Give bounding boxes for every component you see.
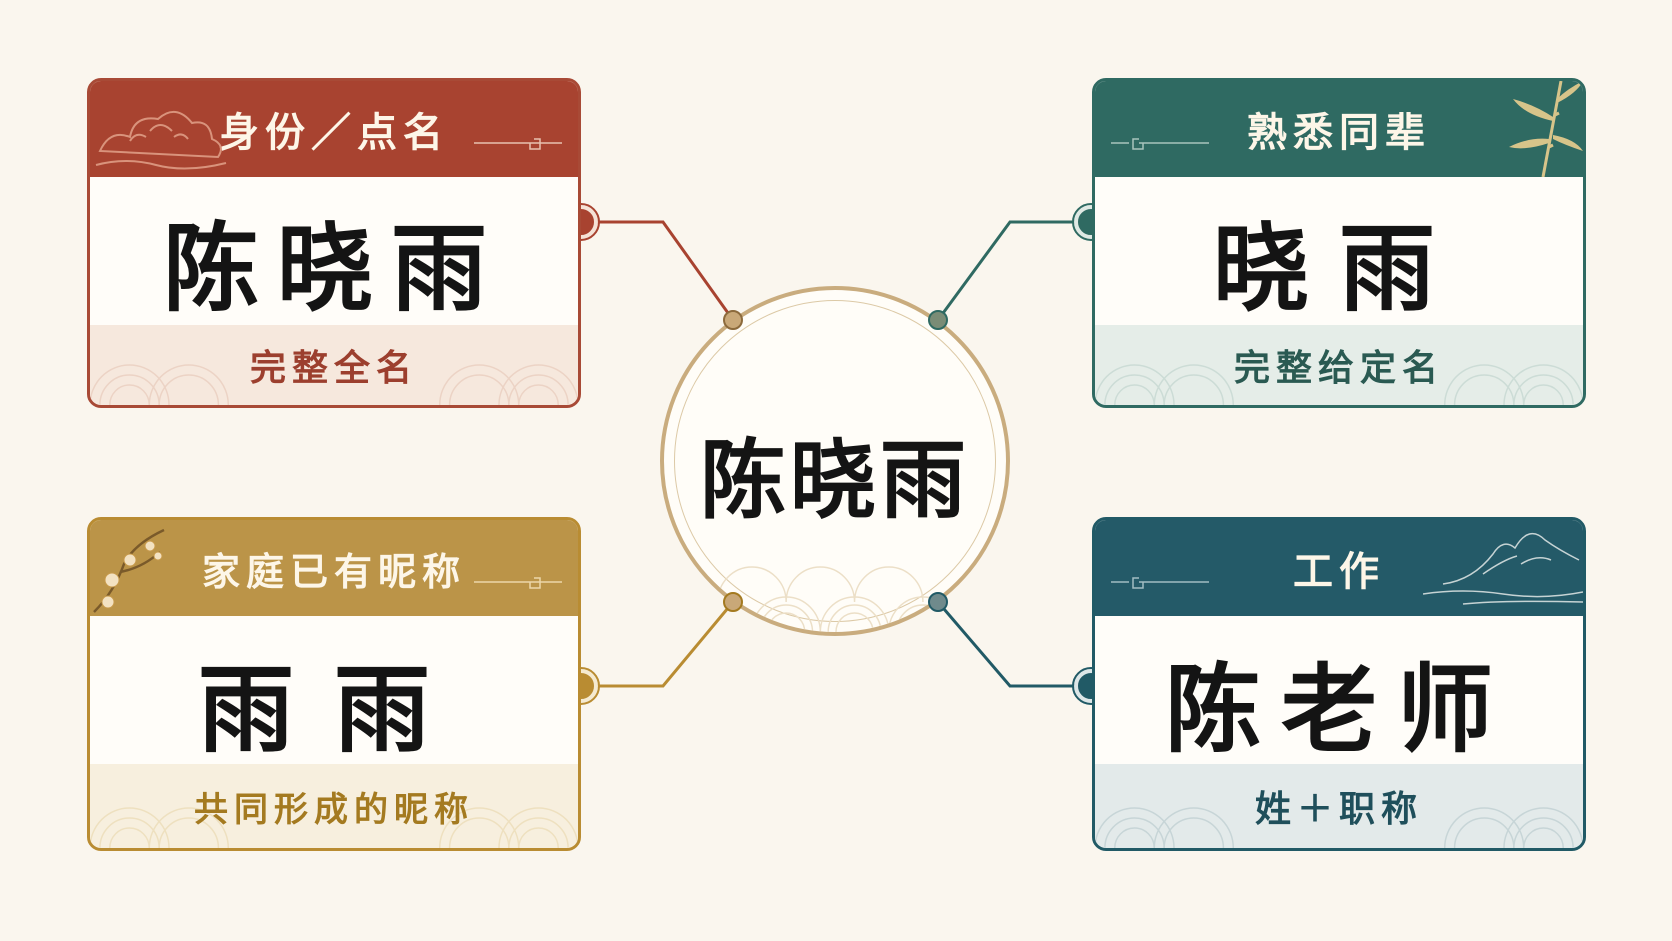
card-header-text: 身份／点名 <box>219 109 449 156</box>
card-header: 身份／点名 <box>90 81 578 177</box>
card-footer: 完整给定名 <box>1095 325 1583 405</box>
wave-pattern-icon <box>90 364 578 405</box>
card-header: 家庭已有昵称 <box>90 520 578 616</box>
card-footer: 姓＋职称 <box>1095 764 1583 848</box>
card-footer-text: 姓＋职称 <box>1254 788 1423 830</box>
card-familiar-peers: 熟悉同辈 晓雨 完整给定名 <box>1092 78 1586 408</box>
center-name: 陈晓雨 <box>700 430 970 531</box>
card-header-text: 熟悉同辈 <box>1247 109 1431 156</box>
card-header: 熟悉同辈 <box>1095 81 1583 177</box>
card-header-text: 家庭已有昵称 <box>201 548 466 594</box>
wave-pattern-icon <box>682 566 958 632</box>
fret-ornament-icon <box>1111 138 1209 150</box>
fret-ornament-icon <box>474 577 562 589</box>
wave-pattern-icon <box>90 807 578 848</box>
card-header: 工作 <box>1095 520 1583 616</box>
card-family-nickname: 家庭已有昵称 雨雨 共同形成的昵称 <box>87 517 581 851</box>
card-name: 晓雨 <box>1213 212 1465 325</box>
card-name: 雨雨 <box>198 653 470 766</box>
card-identity: 身份／点名 陈晓雨 完整全名 <box>87 78 581 408</box>
card-header-text: 工作 <box>1293 548 1385 595</box>
wave-pattern-icon <box>1095 807 1583 848</box>
fret-ornament-icon <box>1111 577 1209 589</box>
connector-bottom-left <box>581 601 735 688</box>
connector-top-left <box>581 220 735 321</box>
cloud-icon <box>95 111 227 170</box>
card-footer: 完整全名 <box>90 325 578 405</box>
card-work: 工作 陈老师 姓＋职称 <box>1092 517 1586 851</box>
plum-blossom-icon <box>93 528 165 613</box>
card-name: 陈老师 <box>1165 653 1513 766</box>
mountain-icon <box>1423 532 1583 605</box>
center-circle: 陈晓雨 <box>660 286 1010 636</box>
connector-bottom-right <box>936 601 1091 688</box>
bamboo-icon <box>1509 81 1583 177</box>
card-footer-text: 共同形成的昵称 <box>194 789 474 830</box>
card-name: 陈晓雨 <box>163 212 505 325</box>
card-footer: 共同形成的昵称 <box>90 764 578 848</box>
card-footer-text: 完整给定名 <box>1233 347 1444 389</box>
card-footer-text: 完整全名 <box>249 347 418 389</box>
wave-pattern-icon <box>1095 364 1583 405</box>
connector-top-right <box>936 220 1091 321</box>
fret-ornament-icon <box>474 138 562 150</box>
center-inner-ring <box>674 300 996 622</box>
